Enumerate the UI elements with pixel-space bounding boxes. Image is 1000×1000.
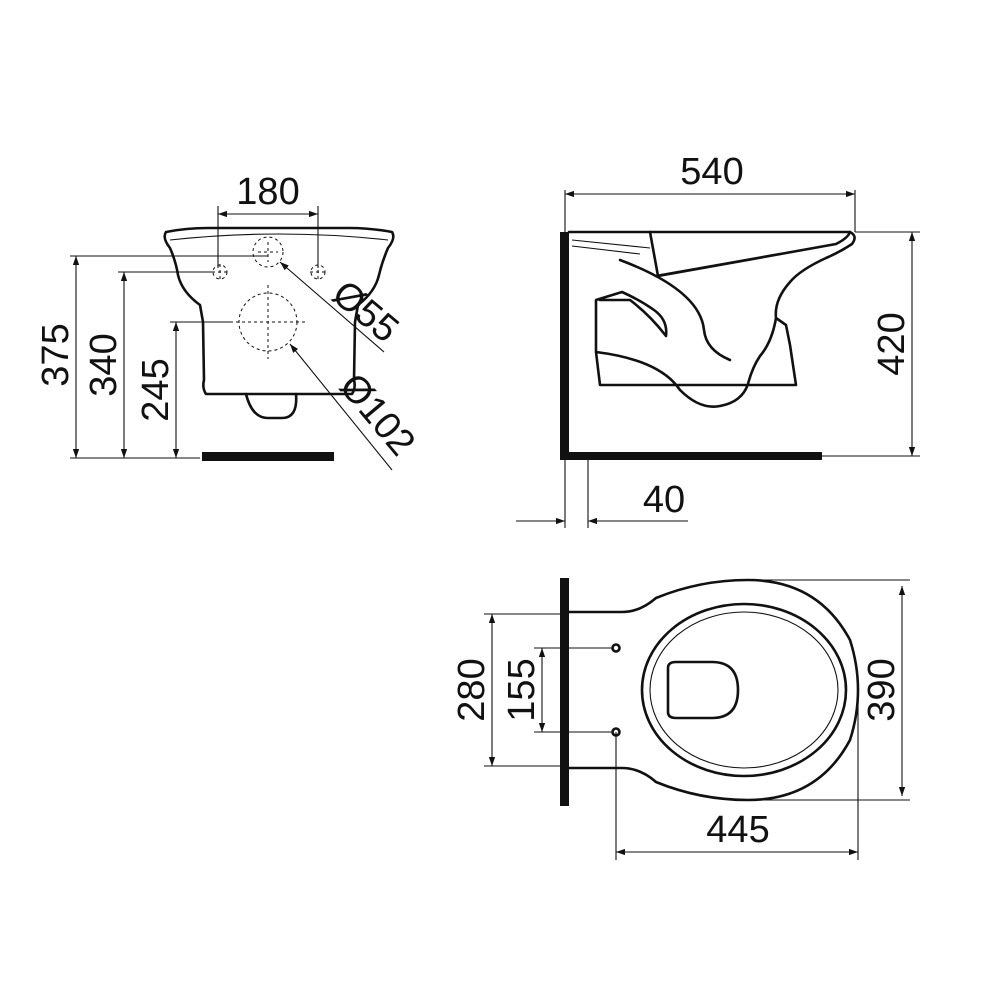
top-hole-upper xyxy=(611,643,621,653)
dim-540-extensions xyxy=(564,190,856,232)
dim-445-label: 445 xyxy=(706,809,769,851)
dim-540-label: 540 xyxy=(680,151,743,193)
dim-180-extensions xyxy=(217,206,319,268)
top-bowl-inner xyxy=(649,611,839,769)
dim-375-label: 375 xyxy=(35,323,77,386)
centre-marks xyxy=(212,242,326,359)
side-bowl-inner xyxy=(648,230,852,278)
front-outlet xyxy=(244,392,298,420)
side-body-outline xyxy=(567,230,856,408)
floor-bar xyxy=(202,452,334,461)
dim-420-label: 420 xyxy=(871,312,913,375)
top-wall xyxy=(560,578,569,806)
front-rim-line xyxy=(169,233,389,241)
dim-390-extensions xyxy=(748,579,910,801)
top-body-outline xyxy=(567,578,860,802)
side-view: 540 420 40 xyxy=(516,151,920,528)
front-body-outline xyxy=(163,226,395,396)
dim-280-extensions xyxy=(484,613,560,767)
side-floor xyxy=(560,452,822,460)
dim-180-label: 180 xyxy=(236,171,299,213)
dim-55-leader xyxy=(279,261,385,353)
dim-55-label: Ø55 xyxy=(324,273,406,351)
top-view: 280 155 390 445 xyxy=(451,578,910,860)
top-bowl-outer xyxy=(640,602,848,778)
top-drain xyxy=(666,660,740,720)
dim-245-label: 245 xyxy=(135,358,177,421)
dim-155-label: 155 xyxy=(501,658,543,721)
dim-40-label: 40 xyxy=(643,479,685,521)
dim-375-extensions xyxy=(70,255,268,459)
side-wall xyxy=(560,232,569,460)
dim-40-extensions xyxy=(564,460,589,528)
dim-102-label: Ø102 xyxy=(331,366,423,464)
dim-390-label: 390 xyxy=(861,658,903,721)
front-view: 180 375 340 245 Ø55 Ø102 xyxy=(35,171,423,471)
dim-155-extensions xyxy=(534,647,612,733)
dim-340-label: 340 xyxy=(83,333,125,396)
dim-102-leader xyxy=(289,343,393,471)
hole-small-center xyxy=(252,236,284,268)
side-trap xyxy=(618,258,732,362)
dim-445-extensions xyxy=(615,700,859,860)
dim-280-label: 280 xyxy=(451,658,493,721)
side-rim-top xyxy=(571,239,651,255)
